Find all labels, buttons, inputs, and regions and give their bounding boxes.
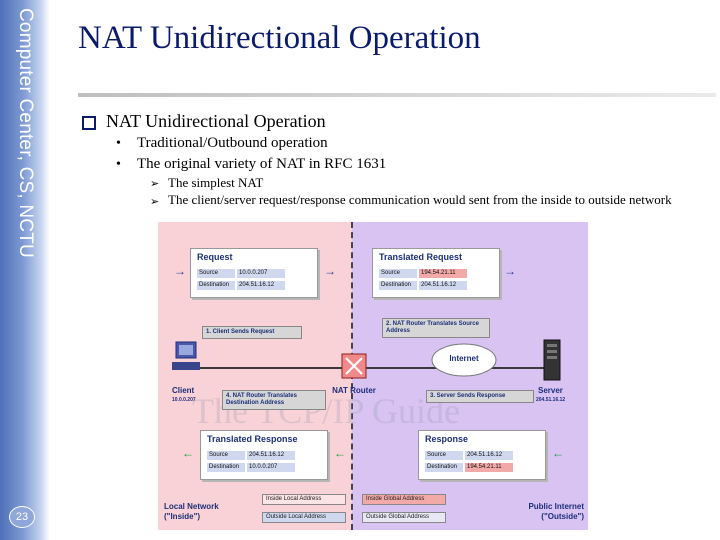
- response-dest: 194.54.21.11: [465, 463, 513, 472]
- local-network-title: Local Network: [164, 502, 219, 511]
- nat-router-icon: [341, 353, 367, 379]
- internet-cloud-icon: [431, 343, 497, 377]
- translated-response-source-label: Source: [207, 451, 245, 460]
- client-computer-icon: [172, 341, 200, 370]
- title-divider: [78, 93, 716, 97]
- sidebar-band: Computer Center, CS, NCTU 23: [0, 0, 50, 540]
- request-source: 10.0.0.207: [237, 269, 285, 278]
- response-arrow-icon: ←: [182, 446, 194, 460]
- response-source-label: Source: [425, 451, 463, 460]
- request-title: Request: [197, 252, 233, 262]
- translated-request-source: 194.54.21.11: [419, 269, 467, 278]
- response-arrow-icon: ←: [552, 446, 564, 460]
- sub-bullet-2: The client/server request/response commu…: [168, 192, 672, 207]
- request-source-label: Source: [197, 269, 235, 278]
- request-arrow-icon: →: [504, 264, 516, 278]
- step-2-label: 2. NAT Router Translates Source Address: [382, 318, 490, 338]
- request-arrow-icon: →: [324, 264, 336, 278]
- step-1-label: 1. Client Sends Request: [202, 326, 302, 339]
- sub-bullet-1: The simplest NAT: [168, 175, 264, 190]
- bullet-dot-icon: •: [116, 136, 121, 151]
- response-dest-label: Destination: [425, 463, 463, 472]
- key-inside-local: Inside Local Address: [262, 494, 346, 505]
- sidebar-text: Computer Center, CS, NCTU: [15, 8, 36, 258]
- server-label: Server: [538, 386, 563, 395]
- server-icon: [543, 339, 561, 381]
- request-card: Request Source 10.0.0.207 Destination 20…: [190, 248, 318, 298]
- translated-response-card: Translated Response Source 204.51.16.12 …: [200, 430, 328, 480]
- key-outside-local: Outside Local Address: [262, 512, 346, 523]
- translated-request-dest-label: Destination: [379, 281, 417, 290]
- public-internet-sub: ("Outside"): [541, 512, 584, 521]
- request-arrow-icon: →: [174, 264, 186, 278]
- checkbox-bullet-icon: [82, 116, 96, 130]
- heading-bullet: NAT Unidirectional Operation: [106, 111, 326, 131]
- bullet-dot-icon: •: [116, 157, 121, 172]
- client-label: Client: [172, 386, 195, 395]
- translated-response-title: Translated Response: [207, 434, 298, 444]
- page-title: NAT Unidirectional Operation: [78, 20, 481, 56]
- slide-number: 23: [9, 506, 35, 528]
- public-internet-label: Public Internet ("Outside"): [512, 502, 584, 522]
- client-ip: 10.0.0.207: [172, 397, 196, 403]
- server-ip: 204.51.16.12: [536, 397, 566, 403]
- local-network-sub: ("Inside"): [164, 512, 201, 521]
- translated-response-dest-label: Destination: [207, 463, 245, 472]
- response-title: Response: [425, 434, 469, 444]
- internet-label: Internet: [449, 354, 479, 363]
- nat-router-label: NAT Router: [332, 386, 376, 395]
- translated-request-card: Translated Request Source 194.54.21.11 D…: [372, 248, 500, 298]
- translated-response-dest: 10.0.0.207: [247, 463, 295, 472]
- translated-request-title: Translated Request: [379, 252, 463, 262]
- request-dest: 204.51.16.12: [237, 281, 285, 290]
- key-outside-global: Outside Global Address: [362, 512, 446, 523]
- public-internet-title: Public Internet: [528, 502, 584, 511]
- response-source: 204.51.16.12: [465, 451, 513, 460]
- translated-request-source-label: Source: [379, 269, 417, 278]
- request-dest-label: Destination: [197, 281, 235, 290]
- arrow-bullet-icon: ➢: [150, 196, 160, 208]
- key-inside-global: Inside Global Address: [362, 494, 446, 505]
- arrow-bullet-icon: ➢: [150, 178, 160, 190]
- translated-response-source: 204.51.16.12: [247, 451, 295, 460]
- local-network-label: Local Network ("Inside"): [164, 502, 219, 522]
- translated-request-dest: 204.51.16.12: [419, 281, 467, 290]
- bullet-item-1: Traditional/Outbound operation: [137, 135, 328, 151]
- response-arrow-icon: ←: [334, 446, 346, 460]
- step-4-label: 4. NAT Router Translates Destination Add…: [222, 390, 326, 410]
- bullet-item-2: The original variety of NAT in RFC 1631: [137, 156, 387, 172]
- nat-diagram: The TCP/IP Guide Request Source 10.0.0.2…: [158, 222, 588, 530]
- response-card: Response Source 204.51.16.12 Destination…: [418, 430, 546, 480]
- step-3-label: 3. Server Sends Response: [426, 390, 534, 403]
- network-line: [200, 367, 548, 369]
